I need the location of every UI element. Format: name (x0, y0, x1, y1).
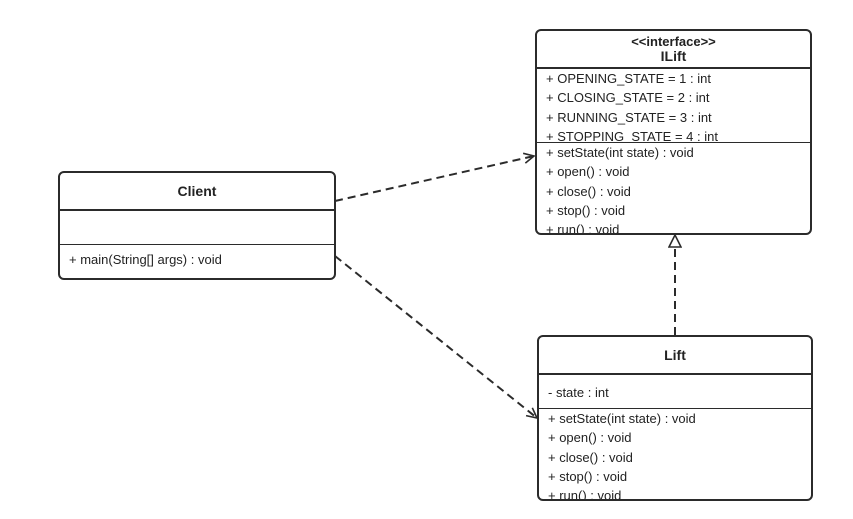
lift-operation: + close() : void (548, 449, 633, 465)
ilift-operation: + open() : void (546, 164, 630, 180)
ilift-operation: + close() : void (546, 183, 631, 199)
ilift-attributes-compartment: + OPENING_STATE = 1 : int + CLOSING_STAT… (537, 69, 810, 143)
ilift-stereotype: <<interface>> (631, 34, 716, 49)
client-operations-compartment: + main(String[] args) : void (60, 245, 334, 269)
client-operation: + main(String[] args) : void (69, 252, 222, 267)
ilift-attribute: + CLOSING_STATE = 2 : int (546, 90, 710, 106)
ilift-attribute: + STOPPING_STATE = 4 : int (546, 128, 718, 143)
ilift-name-compartment: <<interface>> ILift (537, 31, 810, 69)
lift-attribute: - state : int (548, 385, 609, 400)
lift-class[interactable]: Lift - state : int + setState(int state)… (537, 335, 813, 501)
ilift-attribute: + RUNNING_STATE = 3 : int (546, 109, 712, 125)
lift-class-name: Lift (664, 346, 686, 363)
ilift-interface-name: ILift (660, 48, 687, 64)
ilift-attribute: + OPENING_STATE = 1 : int (546, 71, 711, 86)
lift-operation: + run() : void (548, 488, 622, 499)
client-attributes-compartment (60, 211, 334, 245)
lift-operation: + stop() : void (548, 468, 628, 484)
ilift-operation: + run() : void (546, 222, 620, 235)
ilift-operation: + stop() : void (546, 202, 626, 218)
dependency-client-to-lift (334, 255, 537, 418)
lift-operation: + setState(int state) : void (548, 411, 696, 426)
dependency-client-to-ilift (334, 156, 534, 202)
client-class[interactable]: Client + main(String[] args) : void (58, 171, 336, 280)
client-class-name: Client (177, 182, 217, 199)
lift-operations-compartment: + setState(int state) : void + open() : … (539, 409, 811, 499)
ilift-operation: + setState(int state) : void (546, 145, 694, 160)
client-class-name-compartment: Client (60, 173, 334, 211)
lift-class-name-compartment: Lift (539, 337, 811, 375)
ilift-interface[interactable]: <<interface>> ILift + OPENING_STATE = 1 … (535, 29, 812, 235)
ilift-operations-compartment: + setState(int state) : void + open() : … (537, 143, 810, 235)
lift-attributes-compartment: - state : int (539, 375, 811, 409)
lift-operation: + open() : void (548, 430, 632, 446)
